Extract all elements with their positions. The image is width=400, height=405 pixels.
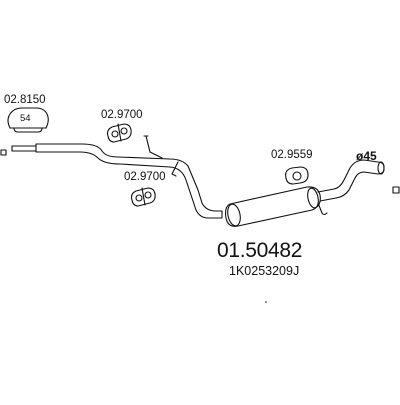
pipe-diameter-label: ø45 — [356, 149, 377, 163]
stray-dot — [265, 301, 267, 303]
clamp-code-label: 02.8150 — [4, 94, 46, 106]
silencer — [224, 186, 321, 227]
rubber-hanger-icon — [130, 187, 156, 207]
clamp-icon — [7, 107, 49, 133]
hanger-right-code-label: 02.9559 — [271, 149, 313, 161]
rubber-ring-hanger-icon — [285, 166, 309, 185]
bracket-rod-lower — [171, 161, 179, 177]
right-end-marker-icon — [392, 186, 400, 194]
clamp-size-label: 54 — [20, 113, 31, 124]
oem-number: 1K0253209J — [229, 264, 300, 278]
pipe-end-marker-icon — [0, 149, 7, 156]
tail-pipe-outlet — [377, 161, 385, 175]
tail-pipe — [317, 159, 385, 202]
silencer-hanger-hook — [317, 202, 328, 216]
front-pipe — [11, 143, 223, 219]
bracket-rod-upper — [143, 135, 163, 159]
hanger-top-code-label: 02.9700 — [101, 109, 143, 121]
hanger-bottom-code-label: 02.9700 — [124, 171, 166, 183]
rubber-hanger-icon — [106, 123, 132, 143]
part-number: 01.50482 — [217, 239, 303, 262]
